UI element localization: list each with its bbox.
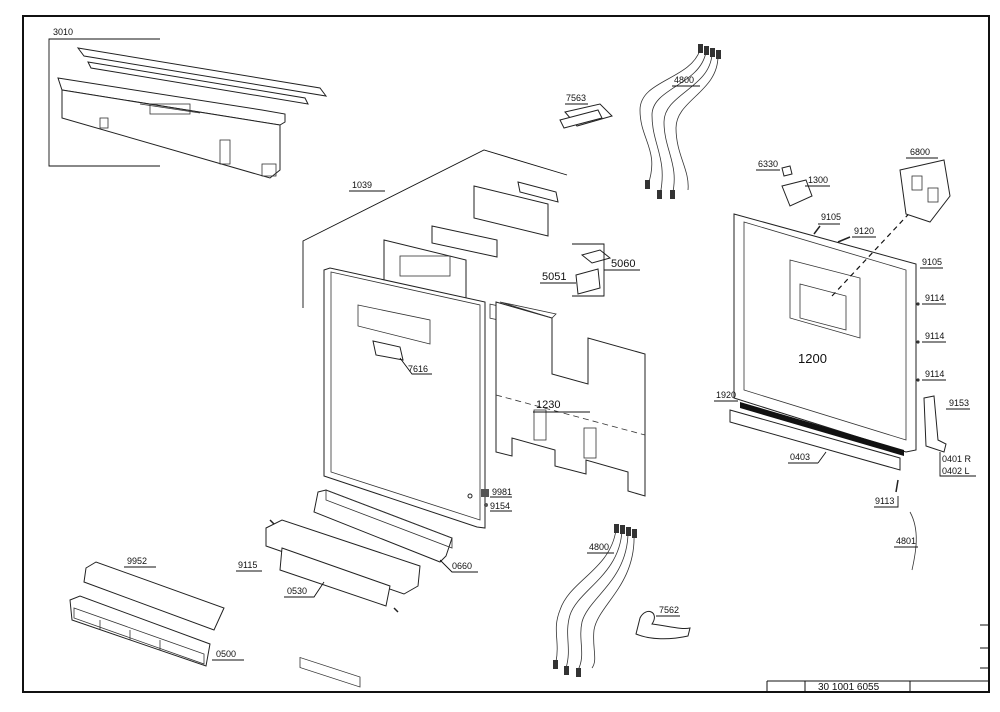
label-1230: 1230 [536,399,560,411]
part-hinge: 9153 0401 R 0402 L [923,395,976,477]
part-9981-9154: 9981 9154 [481,487,512,512]
label-1920: 1920 [716,390,736,400]
label-4800-top: 4800 [674,75,694,85]
part-4800-harness-bottom: 4800 [553,524,637,677]
label-0401: 0401 R [942,454,972,464]
part-6800: 6800 [899,147,951,223]
label-6800: 6800 [910,147,930,157]
label-4801: 4801 [896,536,916,546]
part-9114-screws: 9114 9114 9114 [916,293,946,382]
label-9952: 9952 [127,556,147,566]
part-4801: 4801 [894,511,918,571]
label-9114-a: 9114 [925,293,944,303]
label-0660: 0660 [452,561,472,571]
part-9952: 9952 [83,556,225,631]
part-0500: 0500 [69,595,244,667]
part-6330-1300: 6330 1300 [756,159,830,207]
label-7562: 7562 [659,605,679,615]
label-0530: 0530 [287,586,307,596]
part-1230-insulation: 1230 [495,301,646,497]
label-4800-bottom: 4800 [589,542,609,552]
part-door-outer-panel: 7616 [323,267,486,529]
label-9105-a: 9105 [821,212,841,222]
label-0500: 0500 [216,649,236,659]
label-6330: 6330 [758,159,778,169]
label-9981: 9981 [492,487,512,497]
label-5060: 5060 [611,258,635,270]
label-9105-b: 9105 [922,257,942,267]
label-9154: 9154 [490,501,510,511]
label-1200: 1200 [798,351,827,366]
title-block: 30 1001 6055 [766,624,989,693]
label-0402: 0402 L [942,466,970,476]
drawing-frame [22,15,990,693]
label-9113: 9113 [875,496,894,506]
part-0660: 0660 [313,489,478,573]
label-9115: 9115 [238,560,257,570]
label-9114-b: 9114 [925,331,944,341]
part-screws-top: 9105 9120 9105 [813,212,943,269]
label-3010: 3010 [53,27,73,37]
part-3010-control-panel: 3010 [48,27,328,179]
part-7562: 7562 [635,605,691,640]
label-1039: 1039 [352,180,372,190]
doc-number: 30 1001 6055 [818,682,880,693]
label-9114-c: 9114 [925,369,944,379]
label-7616: 7616 [408,364,428,374]
part-1200-inner-door: 1200 [733,203,919,453]
part-7563: 7563 [559,93,613,129]
label-9120: 9120 [854,226,874,236]
label-1300: 1300 [808,175,828,185]
part-0530-9115: 9115 0530 [236,519,421,688]
part-5051-5060: 5051 5060 [540,243,640,297]
label-7563: 7563 [566,93,586,103]
part-9113: 9113 [874,479,899,508]
label-5051: 5051 [542,271,566,283]
part-1039-bracket: 1039 [302,149,568,308]
part-4800-harness-top: 4800 [639,44,721,199]
label-0403: 0403 [790,452,810,462]
label-9153: 9153 [949,398,969,408]
part-1920-0403: 1920 0403 [714,390,904,471]
